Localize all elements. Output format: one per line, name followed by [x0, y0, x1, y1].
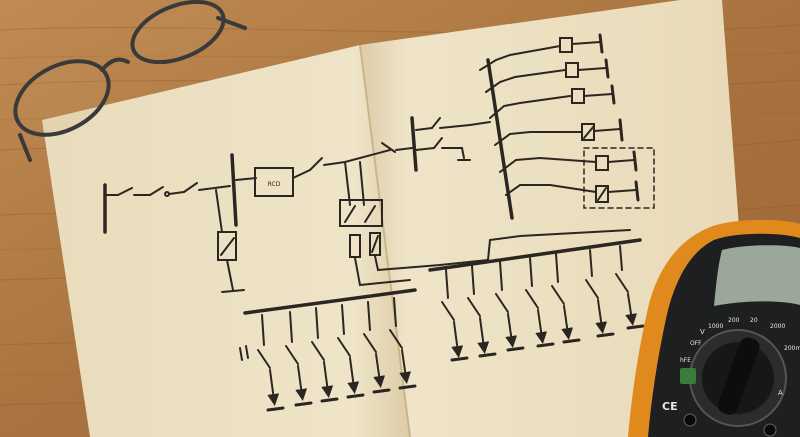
meter-dial-label-5: 200m [784, 345, 800, 352]
meter-dial-label-8: V [700, 328, 705, 336]
glasses-left-lens [13, 59, 111, 137]
lower-right-feeders [441, 245, 645, 362]
glasses-right-temple [216, 16, 247, 30]
meter-dial-label-3: 20 [750, 317, 758, 324]
lower-left-feeders [239, 297, 417, 412]
schematic-drawing [103, 33, 655, 412]
multimeter-dial-knob[interactable] [716, 335, 762, 417]
meter-dial-label-4: 2000 [770, 323, 785, 330]
multimeter-port-1[interactable] [683, 413, 697, 427]
glasses-left-temple [18, 133, 32, 162]
multimeter-screen [714, 245, 800, 306]
rcd-label: RCD [268, 181, 281, 188]
meter-dial-label-7: OFF [690, 340, 702, 347]
multimeter: CE 1000 200 20 2000 200m hFE OFF V A [628, 219, 800, 437]
eyeglasses [13, 0, 247, 162]
multimeter-port-2[interactable] [763, 423, 777, 437]
meter-ce-mark: CE [662, 400, 678, 413]
rcd-box [254, 167, 294, 197]
meter-dial-label-2: 200 [728, 317, 740, 324]
meter-dial-label-1: 1000 [708, 323, 723, 330]
glasses-right-lens [130, 0, 226, 65]
meter-dial-label-6: hFE [680, 357, 691, 364]
multimeter-hfe-socket[interactable] [680, 368, 696, 384]
glasses-bridge [100, 57, 130, 72]
meter-dial-label-9: A [778, 389, 783, 397]
